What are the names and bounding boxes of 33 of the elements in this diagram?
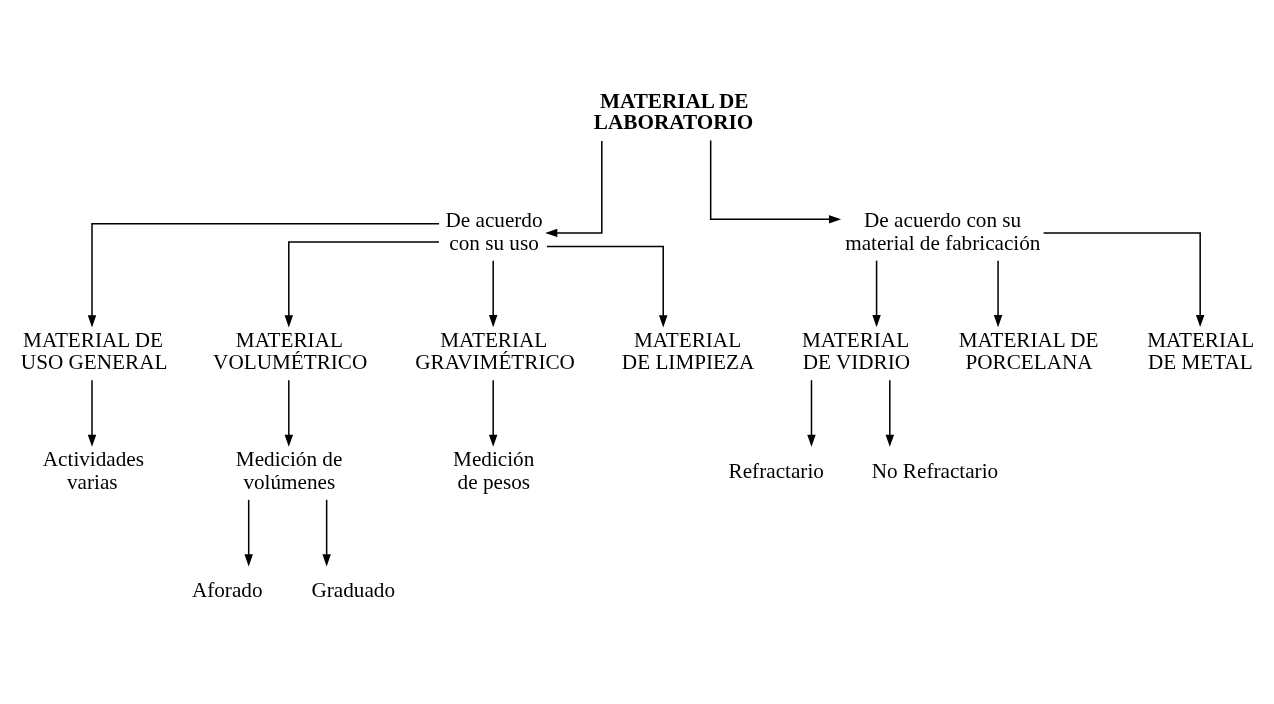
arrow <box>284 378 294 447</box>
arrow <box>244 498 253 566</box>
node-text: De acuerdo con su uso <box>445 207 543 255</box>
node-text: MATERIAL DE PORCELANA <box>958 327 1099 374</box>
arrow <box>545 139 603 237</box>
arrow <box>546 245 668 327</box>
node-text: MATERIAL DE VIDRIO <box>802 327 911 374</box>
node-text: Medición de volúmenes <box>235 446 343 494</box>
node-text: Aforado <box>191 577 263 602</box>
arrow <box>488 378 498 447</box>
node-text: No Refractario <box>871 458 999 483</box>
node-text: Graduado <box>311 577 396 602</box>
node-text: MATERIAL DE USO GENERAL <box>20 327 168 374</box>
node-text: Actividades varias <box>42 446 144 494</box>
arrow <box>284 240 440 327</box>
node-text: MATERIAL DE METAL <box>1147 327 1255 374</box>
arrow <box>993 259 1003 327</box>
node-text: Refractario <box>728 458 824 483</box>
node-text: MATERIAL DE LIMPIEZA <box>621 327 755 374</box>
arrow <box>807 378 816 447</box>
node-text: Medición de pesos <box>453 446 535 494</box>
arrow <box>1042 231 1205 327</box>
node-text: MATERIAL VOLUMÉTRICO <box>213 327 368 374</box>
node-text: De acuerdo con su material de fabricación <box>845 207 1041 255</box>
arrow <box>87 222 440 327</box>
node-text: MATERIAL GRAVIMÉTRICO <box>415 327 575 374</box>
arrow <box>322 498 331 566</box>
arrow <box>885 378 895 447</box>
node-text: MATERIAL DE LABORATORIO <box>593 88 754 134</box>
arrow <box>488 259 498 327</box>
arrow <box>709 139 842 224</box>
arrow <box>872 259 881 327</box>
arrow <box>87 378 97 447</box>
